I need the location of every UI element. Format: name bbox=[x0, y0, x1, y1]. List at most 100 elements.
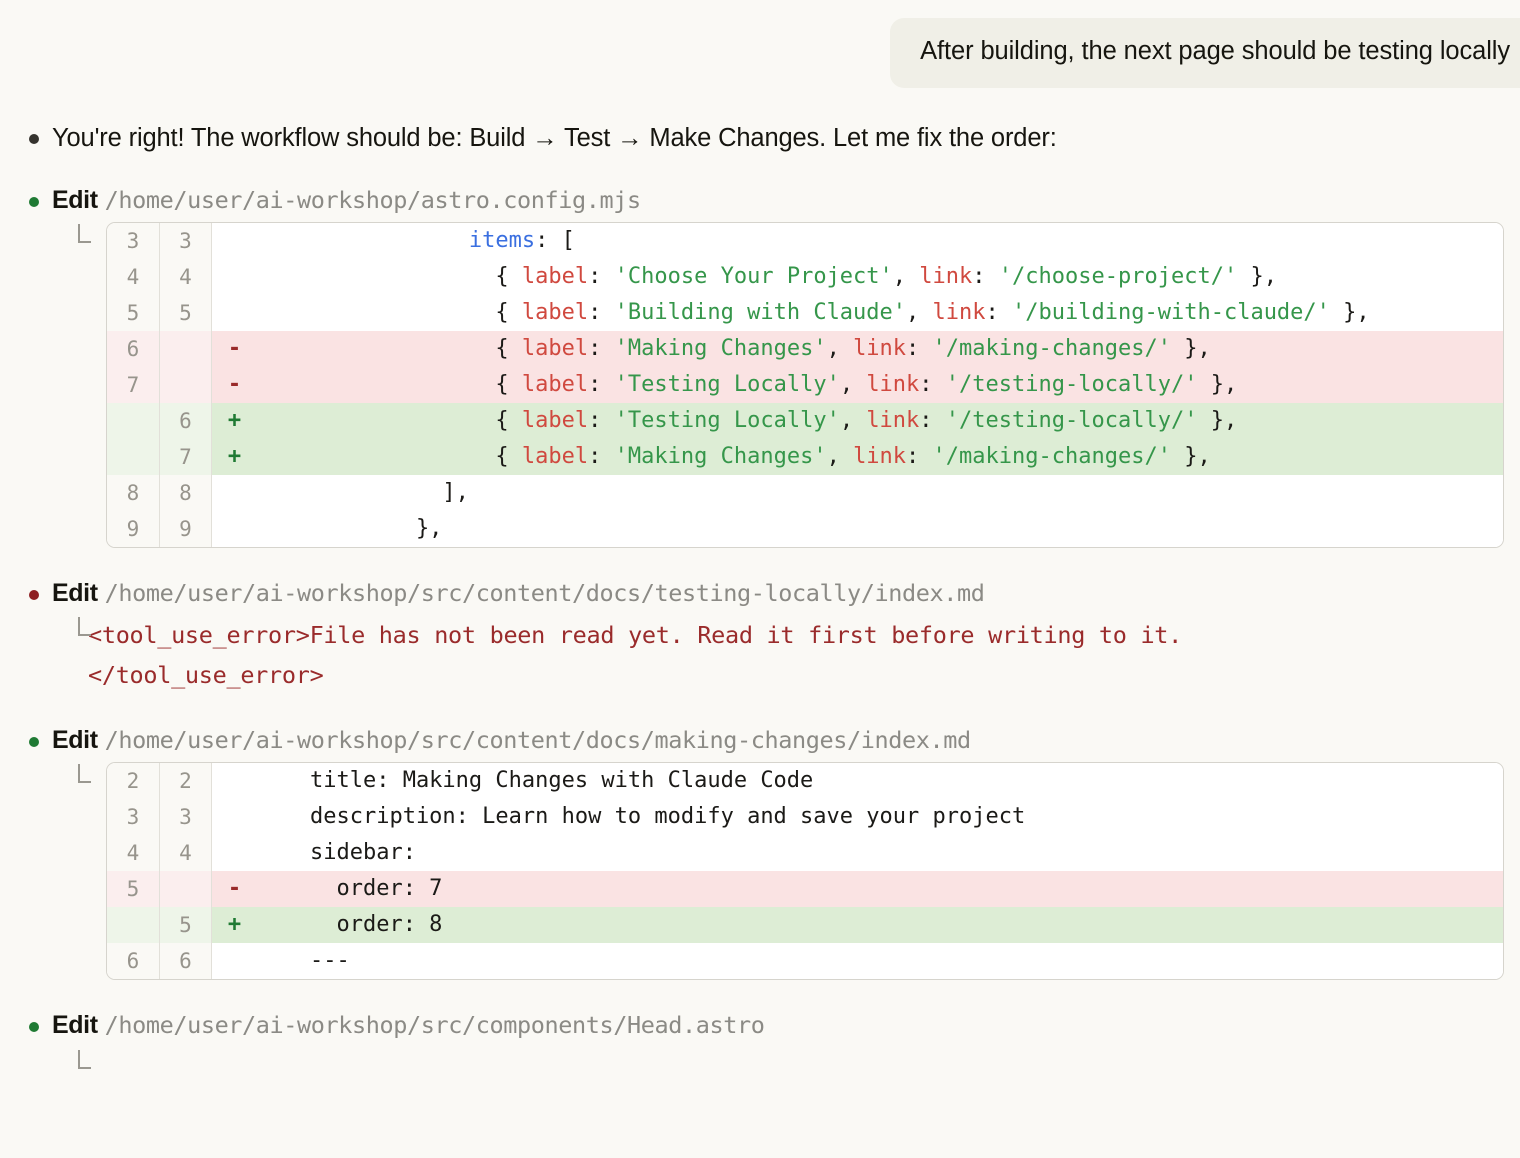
diff-line-number-old: 5 bbox=[107, 294, 159, 331]
diff-line-number-old: 4 bbox=[107, 258, 159, 295]
tool-result-branch: <tool_use_error>File has not been read y… bbox=[52, 615, 1504, 695]
tool-call-making-changes[interactable]: Edit /home/user/ai-workshop/src/content/… bbox=[22, 725, 1504, 981]
diff-line-number-old: 3 bbox=[107, 222, 159, 259]
status-dot-success-icon bbox=[29, 1022, 39, 1033]
tool-error-message: <tool_use_error>File has not been read y… bbox=[88, 621, 1183, 689]
status-dot-success-icon bbox=[29, 737, 39, 747]
diff-line-number-new: 3 bbox=[159, 222, 211, 259]
diff-line-number-old: 6 bbox=[107, 330, 159, 367]
diff-line-number-new: 4 bbox=[159, 835, 211, 872]
diff-line-number-old bbox=[107, 438, 159, 475]
diff-line-number-old bbox=[107, 402, 159, 439]
diff-code-line: { label: 'Building with Claude', link: '… bbox=[257, 294, 1503, 331]
diff-code-line: }, bbox=[257, 510, 1503, 547]
assistant-intro-block: You're right! The workflow should be: Bu… bbox=[22, 122, 1504, 155]
diff-line-number-new: 5 bbox=[159, 294, 211, 331]
diff-code-line: description: Learn how to modify and sav… bbox=[257, 799, 1503, 836]
tree-elbow-icon bbox=[78, 617, 91, 636]
diff-line-number-new: 5 bbox=[159, 907, 211, 944]
diff-marker bbox=[211, 222, 257, 259]
diff-marker bbox=[211, 763, 257, 800]
diff-marker bbox=[211, 510, 257, 547]
diff-code-line: { label: 'Choose Your Project', link: '/… bbox=[257, 258, 1503, 295]
diff-code-line: items: [ bbox=[257, 222, 1503, 259]
diff-line-number-new: 6 bbox=[159, 943, 211, 980]
diff-code-line: ], bbox=[257, 474, 1503, 511]
diff-line-number-old: 8 bbox=[107, 474, 159, 511]
user-message-row: After building, the next page should be … bbox=[0, 0, 1520, 88]
diff-code-line: title: Making Changes with Claude Code bbox=[257, 763, 1503, 800]
diff-row: 7+ { label: 'Making Changes', link: '/ma… bbox=[107, 438, 1503, 475]
diff-line-number-new bbox=[159, 366, 211, 403]
diff-line-number-new: 3 bbox=[159, 799, 211, 836]
diff-line-number-new: 8 bbox=[159, 474, 211, 511]
tree-elbow-icon bbox=[78, 764, 91, 784]
diff-row: 7 - { label: 'Testing Locally', link: '/t… bbox=[107, 366, 1503, 403]
diff-code-line: { label: 'Testing Locally', link: '/test… bbox=[257, 366, 1503, 403]
assistant-conversation-flow: You're right! The workflow should be: Bu… bbox=[0, 122, 1520, 1069]
diff-marker bbox=[211, 258, 257, 295]
tool-header: Edit /home/user/ai-workshop/src/componen… bbox=[52, 1010, 1504, 1041]
diff-marker bbox=[211, 474, 257, 511]
diff-line-number-new: 9 bbox=[159, 510, 211, 547]
diff-code-line: order: 7 bbox=[257, 871, 1503, 908]
tool-call-testing-locally[interactable]: Edit /home/user/ai-workshop/src/content/… bbox=[22, 578, 1504, 695]
diff-row: 5 - order: 7 bbox=[107, 871, 1503, 908]
assistant-intro-text: You're right! The workflow should be: Bu… bbox=[52, 123, 1057, 152]
status-dot-error-icon bbox=[29, 589, 39, 600]
diff-line-number-old: 4 bbox=[107, 835, 159, 872]
tool-header: Edit /home/user/ai-workshop/src/content/… bbox=[52, 725, 1504, 756]
diff-code-line: order: 8 bbox=[257, 907, 1503, 944]
diff-line-number-new: 7 bbox=[159, 438, 211, 475]
tool-header: Edit /home/user/ai-workshop/src/content/… bbox=[52, 578, 1504, 609]
tree-elbow-icon bbox=[78, 223, 91, 243]
diff-code-line: { label: 'Making Changes', link: '/makin… bbox=[257, 438, 1503, 475]
diff-row: 6 - { label: 'Making Changes', link: '/ma… bbox=[107, 330, 1503, 367]
diff-marker bbox=[211, 799, 257, 836]
diff-marker bbox=[211, 943, 257, 980]
diff-line-number-old: 9 bbox=[107, 510, 159, 547]
diff-line-number-new bbox=[159, 871, 211, 908]
diff-line-number-old: 2 bbox=[107, 763, 159, 800]
tool-name-label: Edit bbox=[52, 578, 98, 607]
diff-line-number-old: 7 bbox=[107, 366, 159, 403]
diff-marker: + bbox=[211, 907, 257, 944]
tool-file-path: /home/user/ai-workshop/src/content/docs/… bbox=[104, 726, 972, 754]
diff-code-line: --- bbox=[257, 943, 1503, 980]
tool-header: Edit /home/user/ai-workshop/astro.config… bbox=[52, 185, 1504, 216]
user-message-bubble: After building, the next page should be … bbox=[890, 18, 1520, 88]
diff-line-number-old bbox=[107, 907, 159, 944]
bullet-dot-icon bbox=[29, 133, 39, 144]
diff-line-number-old: 6 bbox=[107, 943, 159, 980]
status-dot-success-icon bbox=[29, 196, 39, 207]
diff-code-line: sidebar: bbox=[257, 835, 1503, 872]
diff-line-number-old: 3 bbox=[107, 799, 159, 836]
tool-name-label: Edit bbox=[52, 726, 98, 754]
diff-marker: - bbox=[211, 330, 257, 367]
diff-line-number-new: 4 bbox=[159, 258, 211, 295]
diff-line-number-old: 5 bbox=[107, 871, 159, 908]
diff-marker bbox=[211, 294, 257, 331]
diff-marker: + bbox=[211, 402, 257, 439]
tool-call-astro-config[interactable]: Edit /home/user/ai-workshop/astro.config… bbox=[22, 185, 1504, 548]
tool-name-label: Edit bbox=[52, 1011, 98, 1040]
diff-marker: - bbox=[211, 366, 257, 403]
diff-line-number-new: 6 bbox=[159, 402, 211, 439]
diff-marker: - bbox=[211, 871, 257, 908]
diff-code-line: { label: 'Making Changes', link: '/makin… bbox=[257, 330, 1503, 367]
diff-marker bbox=[211, 835, 257, 872]
tool-call-head-astro[interactable]: Edit /home/user/ai-workshop/src/componen… bbox=[22, 1010, 1504, 1069]
tool-file-path: /home/user/ai-workshop/astro.config.mjs bbox=[104, 185, 642, 214]
